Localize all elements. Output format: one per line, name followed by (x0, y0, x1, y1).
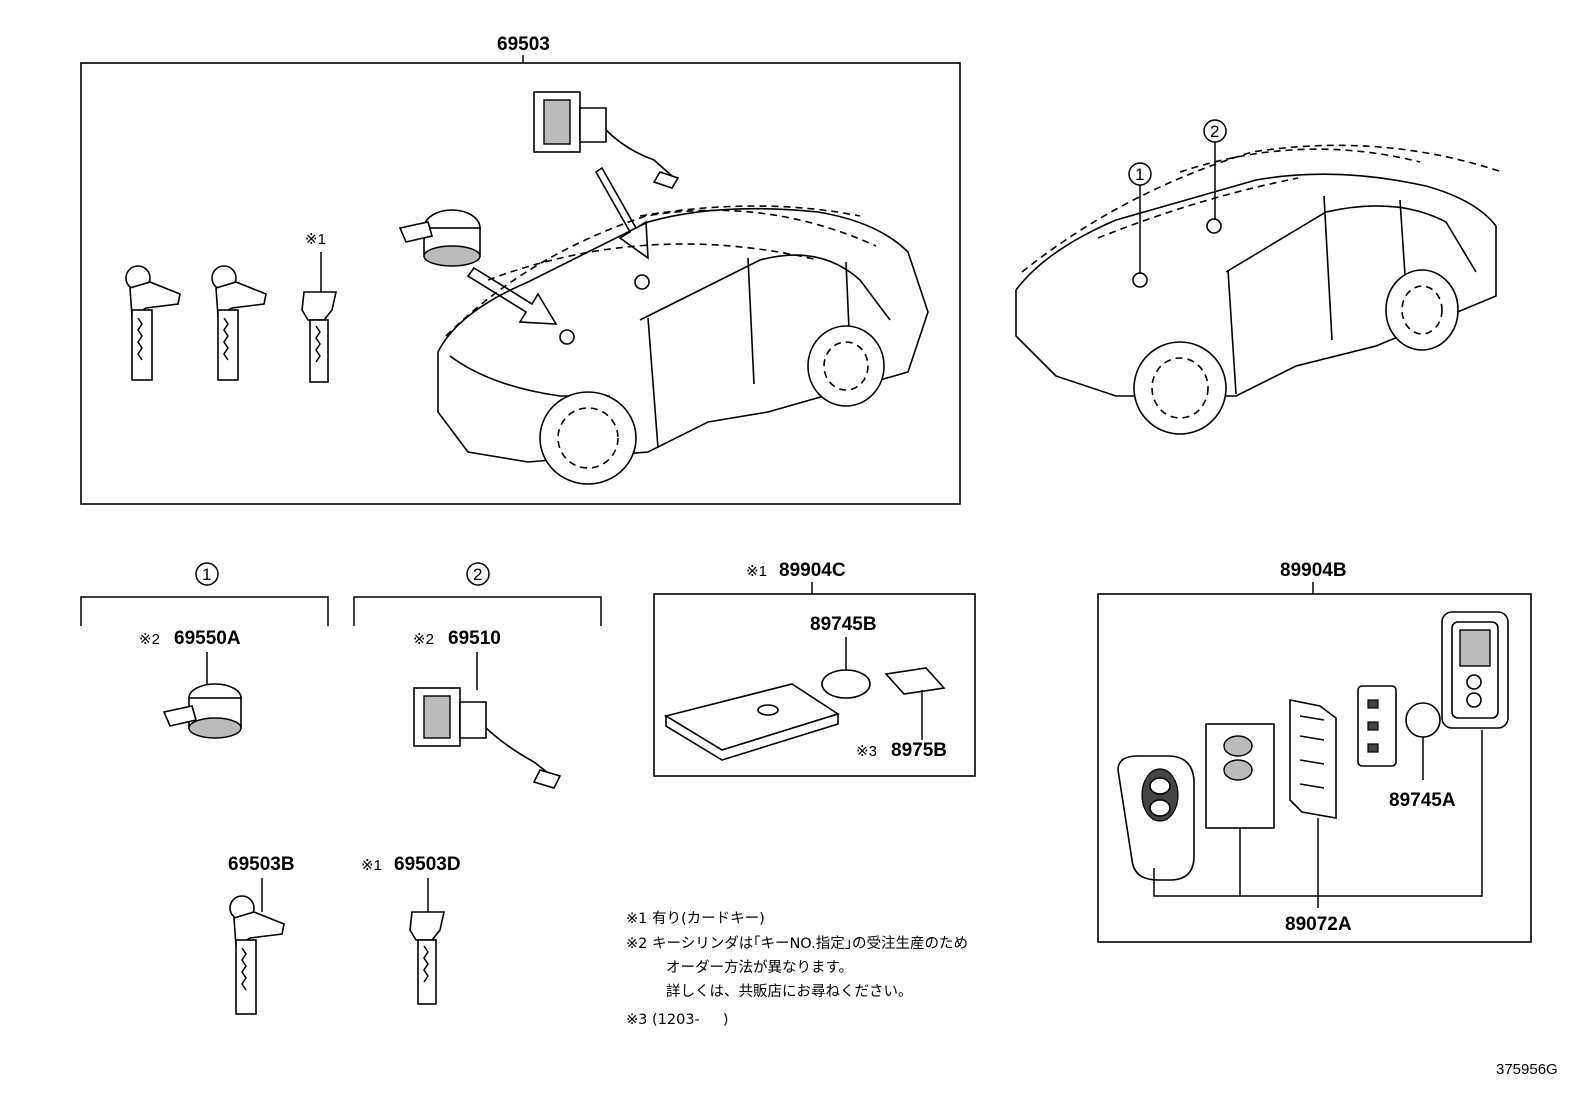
kit-69503-frame (80, 62, 961, 505)
label-69550a[interactable]: 69550A (174, 628, 241, 649)
note-2-line-3: 詳しくは、共販店にお尋ねください。 (666, 983, 913, 1000)
svg-text:2: 2 (473, 565, 482, 584)
note2-marker: ※2 (139, 631, 160, 648)
note1-marker-top: ※1 (305, 231, 326, 248)
key-cover-icon (1357, 685, 1397, 767)
label-89745a[interactable]: 89745A (1389, 790, 1456, 811)
smart-key-buttons-icon (1205, 723, 1275, 829)
note2-marker: ※2 (413, 631, 434, 648)
callout-1-top: 1 (1128, 162, 1152, 274)
note-1: ※1 有り(カードキー) (626, 910, 765, 927)
label-69503b[interactable]: 69503B (228, 854, 295, 875)
svg-text:1: 1 (202, 565, 211, 584)
sticker-icon (821, 669, 871, 699)
battery-icon (1405, 702, 1441, 738)
label-89745b[interactable]: 89745B (810, 614, 877, 635)
card-key-icon (409, 911, 445, 1005)
figure-id: 375956G (1496, 1061, 1558, 1078)
note-2-line-1: ※2 キーシリンダは｢キーNO.指定｣の受注生産のため (626, 935, 968, 952)
label-69503d[interactable]: 69503D (394, 854, 461, 875)
svg-text:1: 1 (1135, 165, 1144, 184)
label-89904c[interactable]: 89904C (779, 560, 846, 581)
ignition-switch-icon (413, 687, 562, 789)
kit-89904c-frame (653, 593, 976, 777)
card-plate-icon (663, 683, 840, 761)
label-89904b[interactable]: 89904B (1280, 560, 1347, 581)
circuit-board-icon (1289, 699, 1337, 819)
key-icon (125, 265, 181, 381)
label-89072a[interactable]: 89072A (1285, 914, 1352, 935)
ignition-switch-icon (533, 91, 680, 189)
key-icon (211, 265, 267, 381)
card-key-icon (1441, 611, 1509, 729)
group-2-header: 2 (353, 562, 602, 626)
callout-2-top: 2 (1203, 119, 1227, 220)
door-cylinder-icon (162, 683, 242, 739)
vehicle-outline (1015, 144, 1503, 435)
note-2-line-2: オーダー方法が異なります。 (666, 959, 853, 976)
note1-marker: ※1 (746, 563, 767, 580)
note3-marker: ※3 (856, 743, 877, 760)
note1-marker: ※1 (361, 857, 382, 874)
label-69503[interactable]: 69503 (497, 34, 550, 55)
vehicle-outline (437, 205, 929, 485)
plate-icon (884, 667, 946, 695)
door-cylinder-icon (398, 209, 481, 267)
label-69510[interactable]: 69510 (448, 628, 501, 649)
label-8975b[interactable]: 8975B (891, 740, 947, 761)
card-key-icon (301, 291, 337, 383)
note-3: ※3 (1203- ) (626, 1012, 728, 1028)
kit-89904b-frame (1097, 593, 1532, 943)
arrow-icon (466, 266, 558, 325)
smart-key-case-icon (1117, 755, 1195, 881)
key-icon (229, 895, 285, 1015)
svg-text:2: 2 (1210, 122, 1219, 141)
group-1-header: 1 (80, 562, 329, 626)
